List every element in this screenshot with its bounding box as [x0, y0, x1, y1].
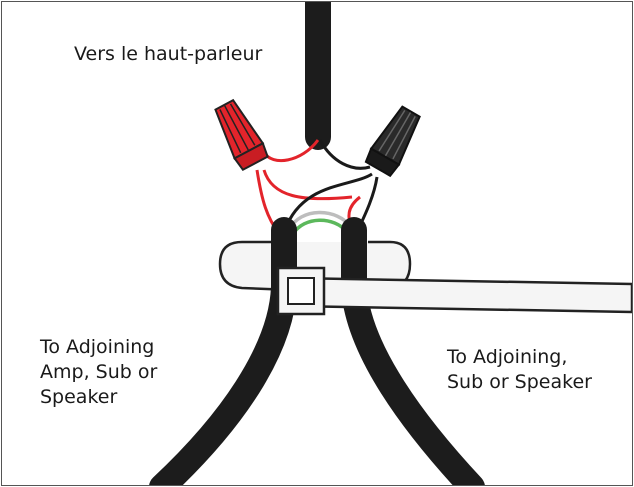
wire-nut-black-icon [364, 105, 421, 178]
label-to-adjoining-left: To Adjoining Amp, Sub or Speaker [40, 336, 158, 408]
label-to-speaker: Vers le haut-parleur [74, 43, 263, 65]
cable-tie-icon [276, 266, 326, 316]
ground-wire [291, 218, 349, 236]
label-to-adjoining-right: To Adjoining, Sub or Speaker [447, 346, 592, 393]
wire-nut-red-icon [214, 98, 269, 172]
cable-tie-band [290, 276, 632, 314]
